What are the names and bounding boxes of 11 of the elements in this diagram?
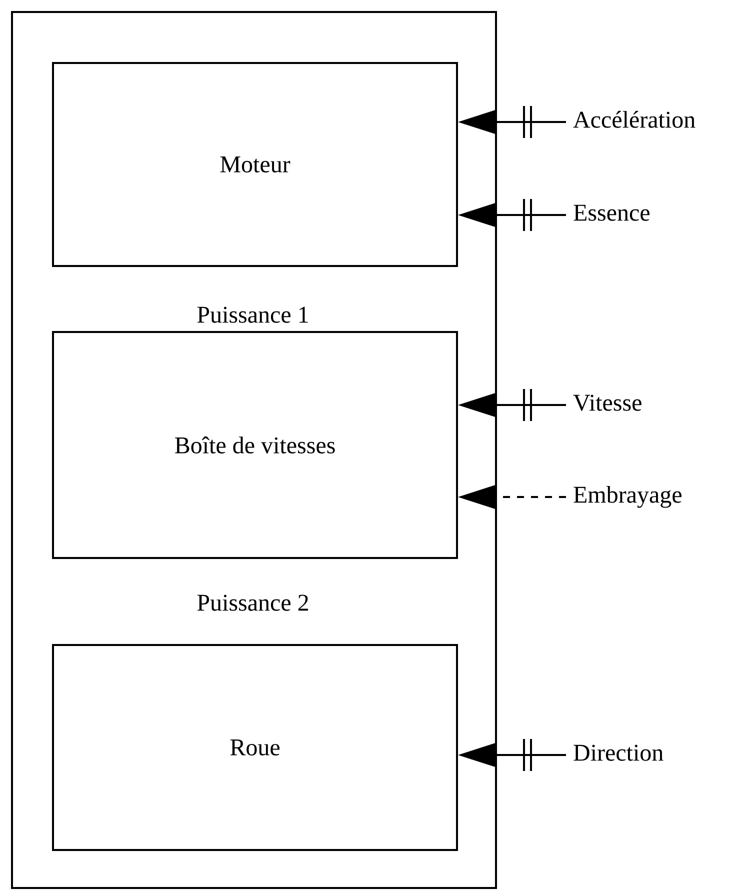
input-label: Direction: [574, 744, 664, 761]
input-label: Embrayage: [574, 486, 682, 508]
outer-frame: [11, 11, 497, 889]
input-label: Essence: [574, 204, 650, 221]
component-box: Boîte de vitesses: [52, 331, 458, 559]
flow-label: Puissance 2: [197, 594, 308, 611]
input-label: Vitesse: [573, 394, 642, 411]
input-label: Accélération: [573, 110, 696, 128]
component-box: Roue: [52, 644, 458, 851]
component-box: Moteur: [52, 62, 458, 267]
flow-label: Puissance 1: [197, 306, 308, 323]
